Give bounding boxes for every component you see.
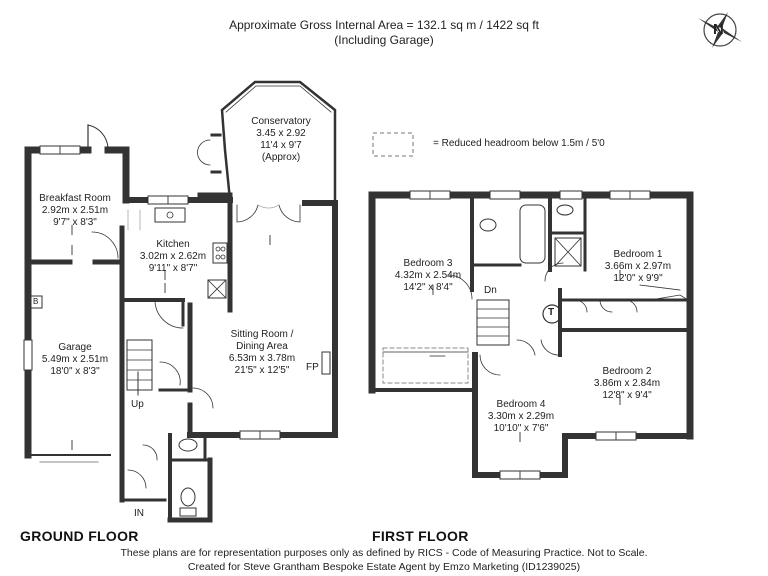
room-name: Bedroom 4 (496, 399, 546, 410)
room-bedroom-4: Bedroom 4 3.30m x 2.29m 10'10" x 7'6" (477, 399, 565, 435)
room-imperial: 9'7" x 8'3" (53, 217, 97, 228)
boiler-marker: B (33, 297, 39, 306)
room-name: Bedroom 1 (613, 249, 663, 260)
gross-area-text: Approximate Gross Internal Area = 132.1 … (229, 18, 539, 32)
room-conservatory: Conservatory 3.45 x 2.92 11'4 x 9'7 (App… (226, 116, 336, 164)
room-name: Garage (58, 342, 92, 353)
room-metric: 3.45 x 2.92 (256, 128, 306, 139)
room-imperial: 9'11" x 8'7" (148, 263, 198, 274)
room-imperial: 12'0" x 9'9" (613, 273, 663, 284)
room-metric: 4.32m x 2.54m (394, 270, 462, 281)
room-metric: 6.53m x 3.78m (228, 353, 296, 364)
room-metric: 5.49m x 2.51m (41, 354, 109, 365)
room-metric: 3.30m x 2.29m (487, 411, 555, 422)
room-imperial: 14'2" x 8'4" (403, 282, 453, 293)
room-bedroom-3: Bedroom 3 4.32m x 2.54m 14'2" x 8'4" (383, 258, 473, 294)
room-sitting-dining: Sitting Room / Dining Area 6.53m x 3.78m… (202, 329, 322, 377)
room-metric: 2.92m x 2.51m (41, 205, 109, 216)
room-bedroom-1: Bedroom 1 3.66m x 2.97m 12'0" x 9'9" (593, 249, 683, 285)
room-imperial: 10'10" x 7'6" (493, 423, 549, 434)
room-imperial: 12'8" x 9'4" (602, 390, 652, 401)
room-imperial: 11'4 x 9'7 (260, 140, 302, 151)
room-breakfast: Breakfast Room 2.92m x 2.51m 9'7" x 8'3" (30, 193, 120, 229)
room-name: Bedroom 3 (403, 258, 453, 269)
room-metric: 3.86m x 2.84m (593, 378, 661, 389)
room-name-line2: Dining Area (236, 341, 288, 352)
first-floor-label: FIRST FLOOR (372, 528, 469, 544)
room-bedroom-2: Bedroom 2 3.86m x 2.84m 12'8" x 9'4" (582, 366, 672, 402)
ground-floor-label: GROUND FLOOR (20, 528, 139, 544)
disclaimer-text: These plans are for representation purpo… (120, 547, 648, 559)
room-metric: 3.66m x 2.97m (604, 261, 672, 272)
room-imperial: 18'0" x 8'3" (50, 366, 100, 377)
compass-north-letter: N (713, 21, 724, 38)
room-name: Breakfast Room (39, 193, 111, 204)
garage-note-text: (Including Garage) (334, 33, 434, 47)
room-garage: Garage 5.49m x 2.51m 18'0" x 8'3" (30, 342, 120, 378)
room-name: Conservatory (251, 116, 311, 127)
fireplace-marker: FP (306, 362, 319, 373)
room-note: (Approx) (261, 152, 301, 163)
room-name: Sitting Room / (230, 329, 294, 340)
credit-text: Created for Steve Grantham Bespoke Estat… (187, 561, 581, 573)
tank-marker: T (548, 307, 555, 318)
room-kitchen: Kitchen 3.02m x 2.62m 9'11" x 8'7" (128, 239, 218, 275)
room-name: Kitchen (156, 239, 190, 250)
stairs-up-marker: Up (131, 399, 144, 410)
room-imperial: 21'5" x 12'5" (234, 365, 290, 376)
legend-text: = Reduced headroom below 1.5m / 5'0 (433, 138, 605, 149)
entrance-marker: IN (134, 508, 144, 519)
room-name: Bedroom 2 (602, 366, 652, 377)
room-metric: 3.02m x 2.62m (139, 251, 207, 262)
stairs-down-marker: Dn (484, 285, 497, 296)
